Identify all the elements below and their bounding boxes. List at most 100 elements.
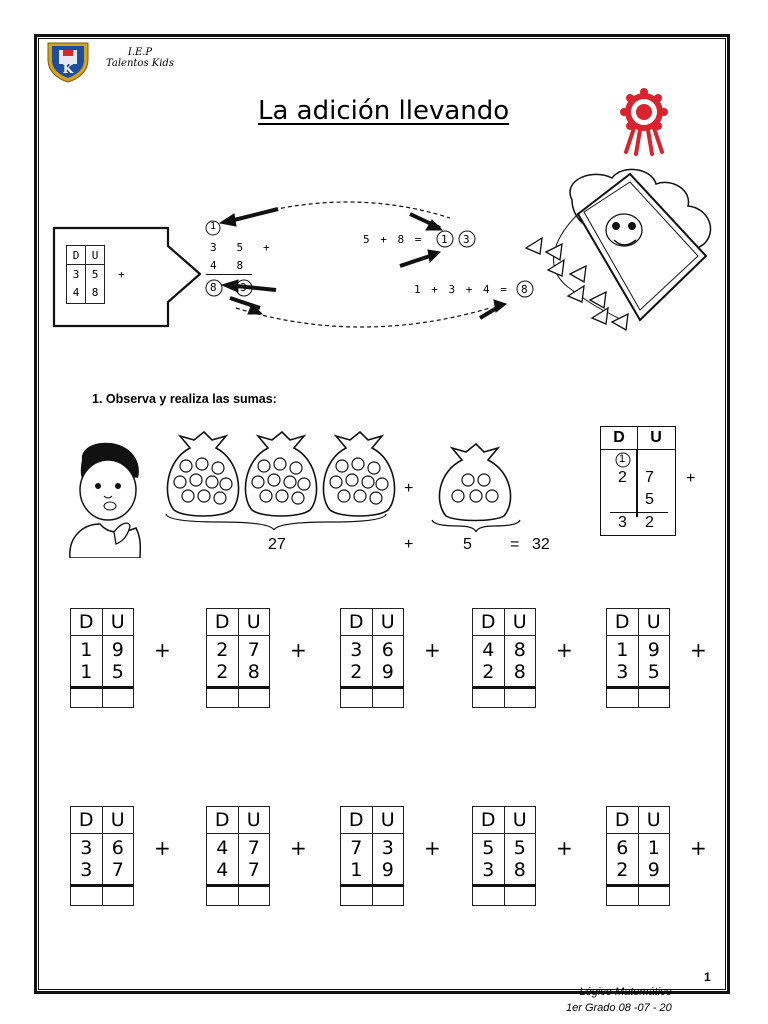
problem-header-u: U <box>503 608 536 636</box>
problem-header-d: D <box>606 608 639 636</box>
answer-units-box[interactable] <box>101 884 134 906</box>
problem-units-2: 5 <box>647 661 660 683</box>
page-title: La adición llevando <box>258 96 510 126</box>
school-name-line2: Talentos Kids <box>106 58 174 69</box>
problem-units-1: 6 <box>111 837 124 859</box>
answer-units-box[interactable] <box>371 686 404 708</box>
page-number: 1 <box>704 970 711 984</box>
problem-units-2: 8 <box>247 661 260 683</box>
answer-units-box[interactable] <box>237 686 270 708</box>
bags-of-27 <box>165 430 396 530</box>
problem-units-1: 9 <box>111 639 124 661</box>
problem-header-u: U <box>503 806 536 834</box>
box-result-d: 3 <box>618 514 627 531</box>
answer-units-box[interactable] <box>637 884 670 906</box>
problem-header-u: U <box>237 608 270 636</box>
footer-subject: Lógico Matemático <box>579 986 672 998</box>
problem-plus-sign: + <box>290 836 307 860</box>
problem-tens-1: 6 <box>616 837 629 859</box>
answer-units-box[interactable] <box>101 686 134 708</box>
answer-tens-box[interactable] <box>70 686 103 708</box>
equation-result: 32 <box>532 536 550 553</box>
school-name: I.E.P Talentos Kids <box>106 47 174 69</box>
answer-tens-box[interactable] <box>70 884 103 906</box>
box-header-d: D <box>601 427 638 449</box>
answer-tens-box[interactable] <box>206 686 239 708</box>
problem-tens-2: 3 <box>482 859 495 881</box>
example-result-tens: 8 <box>210 281 217 294</box>
answer-tens-box[interactable] <box>606 686 639 708</box>
example-row2: 4 8 <box>210 259 244 272</box>
box-carry: 1 <box>619 453 626 465</box>
problem-plus-sign: + <box>556 836 573 860</box>
problem-header-u: U <box>371 806 404 834</box>
page-border-inner <box>38 38 726 990</box>
problem-tens-2: 1 <box>80 661 93 683</box>
problem-plus-sign: + <box>154 638 171 662</box>
answer-tens-box[interactable] <box>206 884 239 906</box>
problem-tens-1: 4 <box>216 837 229 859</box>
problem-plus-sign: + <box>154 836 171 860</box>
problem-tens-2: 4 <box>216 859 229 881</box>
answer-units-box[interactable] <box>503 884 536 906</box>
answer-tens-box[interactable] <box>340 686 373 708</box>
rosette-icon <box>620 88 668 156</box>
problem-units-1: 3 <box>381 837 394 859</box>
example-step2: 1 + 3 + 4 = <box>414 283 507 296</box>
problem-tens-1: 3 <box>350 639 363 661</box>
answer-tens-box[interactable] <box>472 884 505 906</box>
problem-units-2: 7 <box>111 859 124 881</box>
problem-plus-sign: + <box>424 836 441 860</box>
example-u2: 8 <box>91 286 99 299</box>
example-carry: 1 <box>210 221 217 232</box>
problem-units-2: 5 <box>111 661 124 683</box>
equation-equals: = <box>510 536 520 553</box>
instruction-1: 1. Observa y realiza las sumas: <box>92 392 277 406</box>
problem-header-u: U <box>637 806 670 834</box>
footer-grade-date: 1er Grado 08 -07 - 20 <box>566 1002 672 1014</box>
answer-units-box[interactable] <box>371 884 404 906</box>
problem-header-u: U <box>371 608 404 636</box>
answer-tens-box[interactable] <box>340 884 373 906</box>
problem-units-1: 5 <box>513 837 526 859</box>
example-step1-r2: 3 <box>463 233 470 246</box>
bag-of-5 <box>431 442 521 532</box>
problem-units-1: 7 <box>247 639 260 661</box>
answer-units-box[interactable] <box>237 884 270 906</box>
problem-units-2: 8 <box>513 859 526 881</box>
problem-tens-1: 1 <box>80 639 93 661</box>
problem-units-2: 9 <box>647 859 660 881</box>
example-header-u: U <box>85 245 105 265</box>
problem-tens-2: 3 <box>80 859 93 881</box>
problem-header-d: D <box>70 806 103 834</box>
step1-circles <box>436 230 476 248</box>
answer-units-box[interactable] <box>637 686 670 708</box>
answer-tens-box[interactable] <box>472 686 505 708</box>
answer-units-box[interactable] <box>503 686 536 708</box>
box-row1-d: 2 <box>618 469 627 486</box>
school-crest-logo: K <box>47 42 89 83</box>
boy-illustration <box>69 442 142 558</box>
problem-units-2: 8 <box>513 661 526 683</box>
problem-plus-sign: + <box>290 638 307 662</box>
exercise1-du-box: D U <box>600 426 676 536</box>
problem-units-2: 9 <box>381 859 394 881</box>
answer-tens-box[interactable] <box>606 884 639 906</box>
box-row1-u: 7 <box>645 469 654 486</box>
example-step1: 5 + 8 = <box>363 233 422 246</box>
